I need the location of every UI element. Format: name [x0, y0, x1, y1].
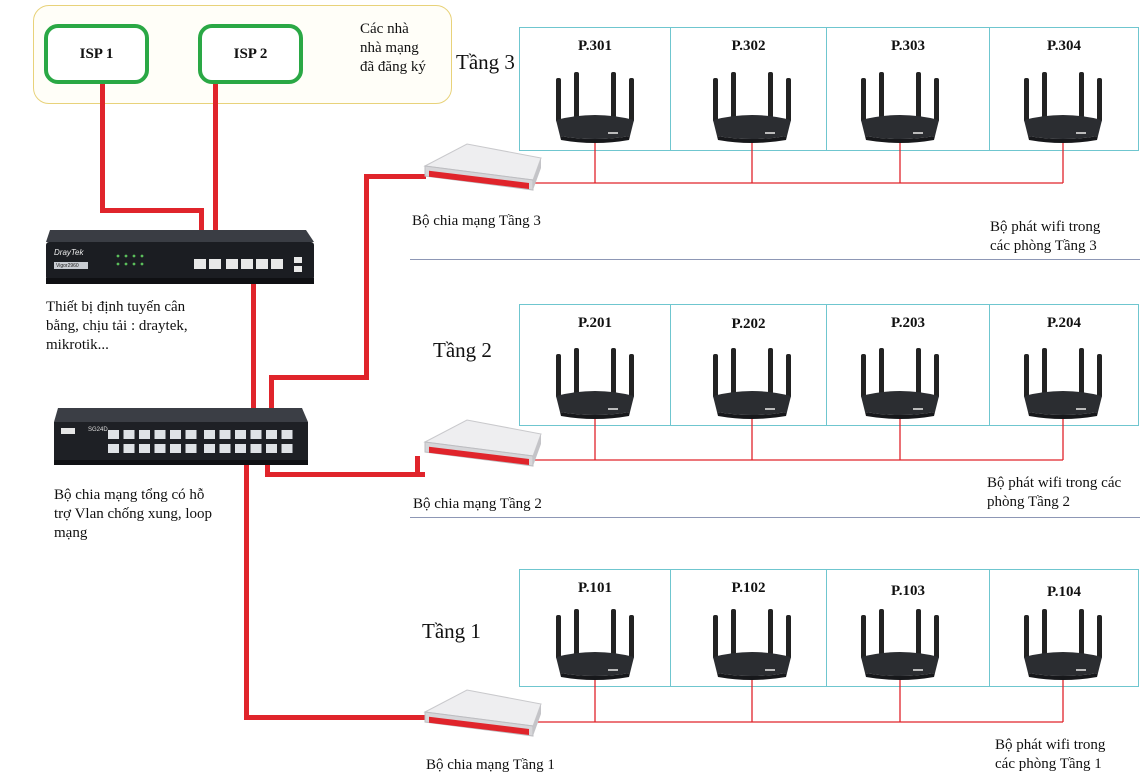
core-switch-caption-line-3: mạng [54, 525, 88, 541]
room-102-label: P.102 [731, 580, 766, 596]
wifi-router-icon [713, 348, 791, 419]
room-101-label: P.101 [577, 580, 613, 596]
floor-1-switch-caption: Bộ chia mạng Tầng 1 [426, 757, 555, 773]
floor-2-switch[interactable] [415, 416, 545, 478]
floor-2-switch-caption: Bộ chia mạng Tầng 2 [413, 496, 542, 512]
cable-f2-h [265, 472, 425, 477]
floor-3-wifi-caption: Bộ phát wifi trong các phòng Tầng 3 [990, 218, 1100, 256]
isp-2-box[interactable]: ISP 2 [198, 24, 303, 84]
wifi-router-icon [861, 72, 939, 143]
wifi-router-icon [713, 72, 791, 143]
room-201-label: P.201 [577, 315, 613, 331]
cable-f1-down [244, 448, 249, 720]
cable-isp1-across [100, 208, 204, 213]
cable-isp2-router [213, 84, 218, 270]
floor-1-rooms: P.101 P.102 P.103 P.104 [519, 569, 1139, 687]
floor-2-separator [410, 517, 1140, 518]
floor-1-wifi-caption: Bộ phát wifi trong các phòng Tầng 1 [995, 736, 1105, 774]
wifi-router-icon [1024, 72, 1102, 143]
room-104-label: P.104 [1046, 584, 1082, 600]
cable-f3-v [364, 174, 369, 380]
wifi-router-icon [1024, 348, 1102, 419]
cable-f3-h2 [364, 174, 426, 179]
router-model: Vigor2960 [56, 263, 79, 269]
floor-1-switch[interactable] [415, 686, 545, 748]
room-203-label: P.203 [890, 315, 926, 331]
cable-f1-h [244, 715, 426, 720]
floor-3-separator [410, 259, 1140, 260]
cable-isp1-down [100, 84, 105, 212]
isp-2-label: ISP 2 [233, 45, 268, 62]
room-204-label: P.204 [1046, 315, 1082, 331]
room-301-label: P.301 [577, 38, 613, 54]
floor-1-wifi-caption-line-2: các phòng Tầng 1 [995, 756, 1102, 772]
isp-1-box[interactable]: ISP 1 [44, 24, 149, 84]
wifi-router-icon [713, 609, 791, 680]
room-103-label: P.103 [890, 583, 926, 599]
cable-f3-up [269, 375, 274, 440]
room-304-label: P.304 [1046, 38, 1082, 54]
isp-note: Các nhà nhà mạng đã đăng ký [360, 20, 426, 77]
isp-note-line-1: Các nhà [360, 21, 409, 37]
floor-2-wifi-caption: Bộ phát wifi trong các phòng Tầng 2 [987, 474, 1121, 512]
floor-3-switch-caption: Bộ chia mạng Tầng 3 [412, 213, 541, 229]
floor-1-wifi-caption-line-1: Bộ phát wifi trong [995, 737, 1106, 753]
wifi-router-icon [556, 72, 634, 143]
cable-f3-h1 [269, 375, 369, 380]
router-caption-line-2: bằng, chịu tải : draytek, [46, 318, 188, 334]
wifi-router-icon [861, 348, 939, 419]
room-303-label: P.303 [890, 38, 926, 54]
floor-3-label: Tầng 3 [456, 50, 515, 74]
floor-2-wifi-caption-line-1: Bộ phát wifi trong các [987, 475, 1122, 491]
isp-1-label: ISP 1 [79, 45, 114, 62]
core-switch-caption: Bộ chia mạng tổng có hỗ trợ Vlan chống x… [54, 486, 212, 543]
router-caption-line-3: mikrotik... [46, 337, 109, 353]
cable-router-switch [251, 268, 256, 440]
core-switch-model: SG24D [88, 427, 108, 433]
floor-2-label: Tầng 2 [433, 338, 492, 362]
isp-note-line-2: nhà mạng [360, 40, 419, 56]
core-switch-device[interactable] [52, 404, 310, 468]
router-caption-line-1: Thiết bị định tuyến cân [46, 299, 186, 315]
room-202-label: P.202 [731, 316, 766, 332]
wifi-router-icon [1024, 609, 1102, 680]
room-302-label: P.302 [731, 38, 766, 54]
floor-3-wifi-caption-line-2: các phòng Tầng 3 [990, 238, 1097, 254]
router-device[interactable] [44, 224, 316, 288]
router-caption: Thiết bị định tuyến cân bằng, chịu tải :… [46, 298, 188, 355]
cable-f2-up [415, 456, 420, 477]
isp-note-line-3: đã đăng ký [360, 59, 426, 75]
wifi-router-icon [556, 348, 634, 419]
router-brand: DrayTek [54, 248, 84, 257]
wifi-router-icon [556, 609, 634, 680]
floor-2-wifi-caption-line-2: phòng Tầng 2 [987, 494, 1071, 510]
room-102[interactable]: P.102 [670, 569, 827, 687]
core-switch-caption-line-2: trợ Vlan chống xung, loop [54, 506, 213, 522]
wifi-router-icon [861, 609, 939, 680]
floor-3-switch[interactable] [415, 140, 545, 202]
floor-1-label: Tầng 1 [422, 619, 481, 643]
core-switch-caption-line-1: Bộ chia mạng tổng có hỗ [54, 487, 205, 503]
floor-3-wifi-caption-line-1: Bộ phát wifi trong [990, 219, 1101, 235]
